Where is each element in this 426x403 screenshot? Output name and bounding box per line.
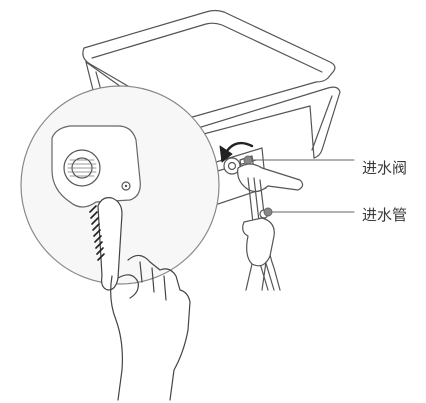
inlet-valve-core (227, 161, 237, 171)
hand-palm (110, 275, 123, 401)
callout-leaders (243, 155, 355, 217)
hand-fingers (127, 254, 191, 401)
hand-wrist-lines (245, 261, 267, 291)
machine-lid-inner-edge (91, 22, 323, 73)
hand-thumb (117, 274, 139, 299)
hand-on-valve (237, 163, 304, 193)
machine-right-side (313, 91, 341, 159)
inlet-hose-label: 进水管 (362, 206, 408, 224)
leader-dot-valve (243, 155, 253, 165)
magnified-thread-lines (67, 159, 97, 177)
leader-dot-hose (263, 207, 273, 217)
hand-holding-hose (242, 217, 275, 267)
magnified-detail (20, 85, 220, 291)
brush-handle (97, 197, 123, 291)
inlet-valve (223, 157, 241, 175)
magnified-screw-dot (124, 184, 128, 188)
machine-lid (82, 9, 336, 118)
inlet-valve-label: 进水阀 (362, 159, 408, 177)
machine-right-side-inner (311, 95, 333, 151)
hand-holding-brush (110, 254, 191, 401)
hand-knuckles (139, 261, 167, 301)
brush-bristles (89, 205, 105, 261)
rotation-arrowhead-icon (219, 145, 233, 163)
inlet-valve-group (219, 141, 304, 193)
inlet-hose-group (242, 177, 281, 291)
